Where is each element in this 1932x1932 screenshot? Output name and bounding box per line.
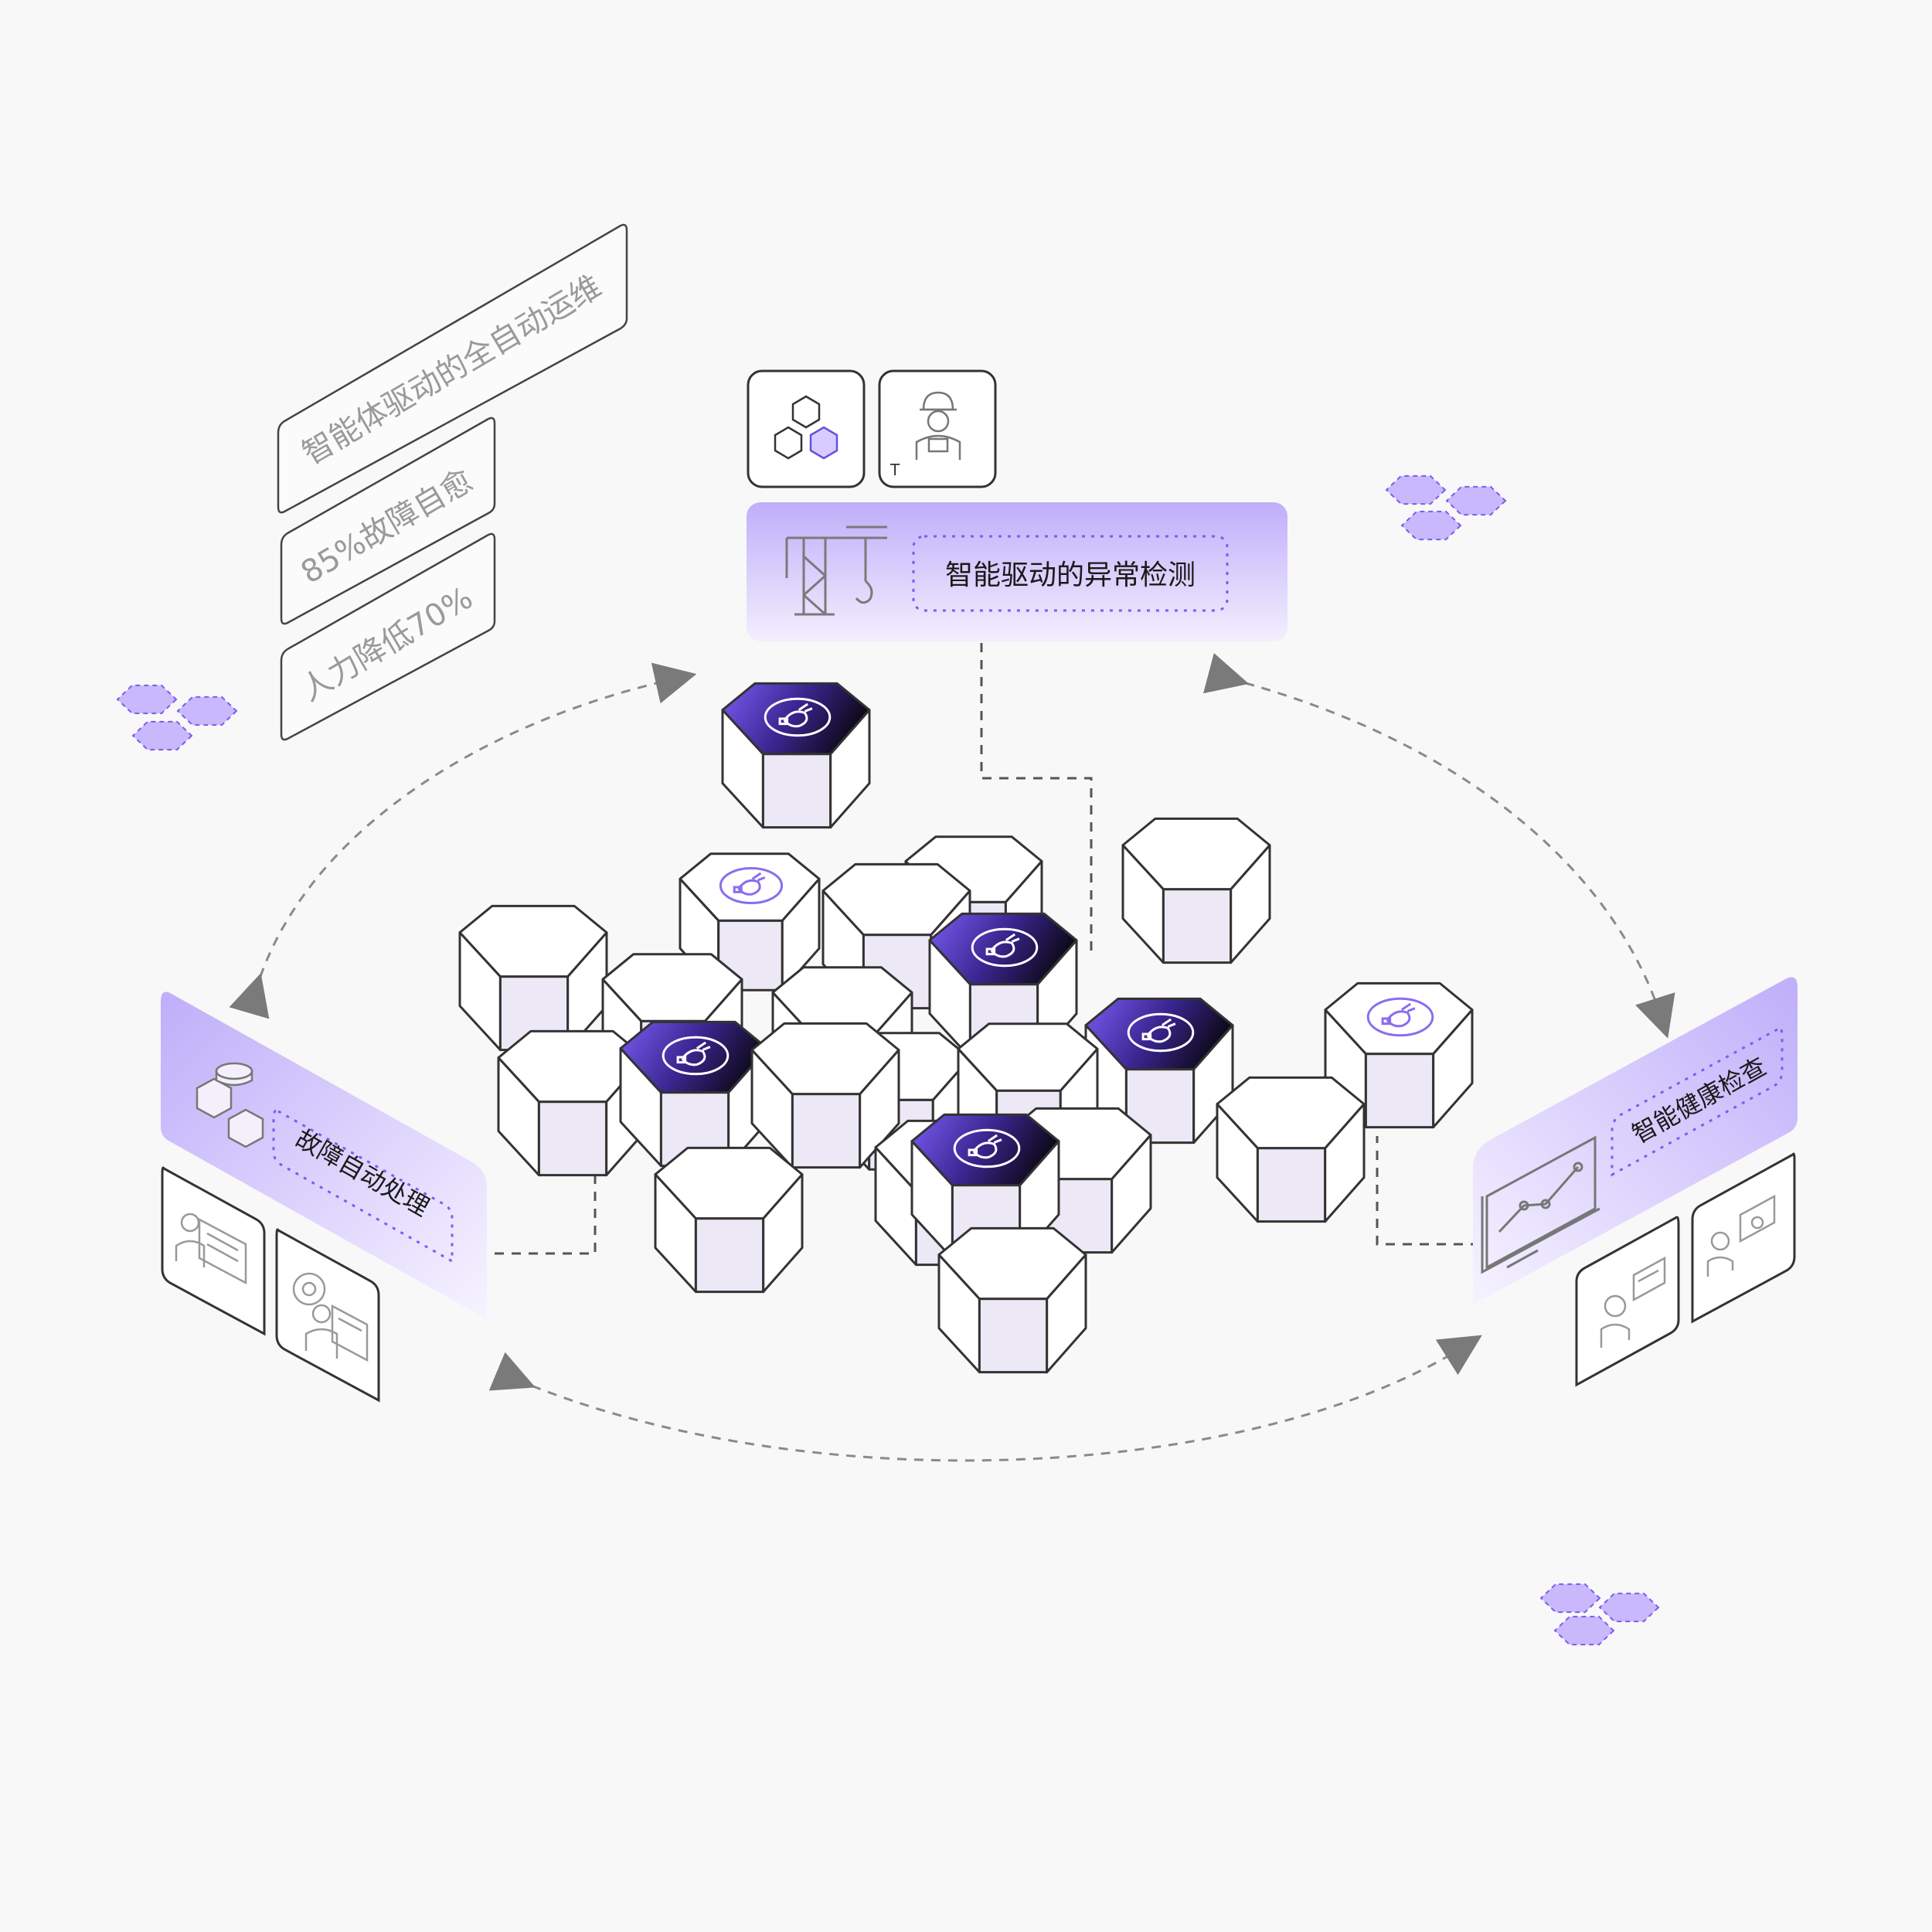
deco-hex-8 [1553, 1615, 1615, 1646]
connector-right-panel [1376, 1136, 1480, 1246]
health-label-box [1611, 1027, 1784, 1177]
arrow-top-to-right [1202, 652, 1675, 1039]
gear-operator-icon [292, 1272, 369, 1362]
crane-icon [785, 526, 887, 616]
hex-tile-21 [937, 1226, 1087, 1374]
hex-tile-0 [721, 682, 871, 829]
bird-logo-icon [719, 867, 784, 904]
hex-tile-5 [458, 904, 608, 1052]
left-panel-group: 故障自动处理 [161, 992, 487, 1403]
hex-tile-16 [1216, 1076, 1366, 1223]
deco-hex-1 [176, 696, 238, 726]
decorative-hex-clusters [116, 474, 1660, 1646]
hex-tile-15 [750, 1022, 900, 1169]
tile-badge-letter: T [889, 461, 900, 479]
hex-board [458, 682, 1474, 1374]
connector-lines [495, 643, 1480, 1255]
right-panel-group: 智能健康检查 [1473, 977, 1798, 1387]
cubes-icon [196, 1062, 264, 1148]
operator-list-icon [175, 1213, 247, 1285]
top-panel-group: T 智能驱动的异常检测 [747, 369, 1287, 641]
engineer-icon [915, 391, 961, 460]
verified-user-icon [1706, 1194, 1776, 1277]
connector-top-panel [980, 643, 1093, 958]
bird-logo-icon [764, 697, 832, 737]
anomaly-detection-label: 智能驱动的异常检测 [945, 560, 1196, 591]
card-verified-user [1691, 1152, 1796, 1324]
bird-logo-icon [971, 927, 1039, 968]
hex-tile-14 [619, 1020, 769, 1168]
arrow-right-to-left [488, 1335, 1482, 1462]
health-check-panel [1473, 977, 1798, 1304]
hex-tile-19 [654, 1146, 804, 1294]
hex-tile-10 [1084, 997, 1234, 1145]
fault-label-box [272, 1109, 454, 1264]
hex-tile-2 [679, 852, 821, 992]
deco-hex-3 [1385, 474, 1447, 505]
stat-cards: 智能体驱动的全自动运维 85%故障自愈 人力降低70% [277, 223, 628, 741]
bird-logo-icon [1366, 997, 1434, 1037]
bird-logo-icon [1127, 1012, 1195, 1053]
cycle-arrows [229, 652, 1675, 1462]
stat-card-labor-cut [280, 532, 496, 741]
arrow-left-to-top [229, 662, 697, 1019]
card-gear-operator [275, 1228, 380, 1403]
bird-logo-icon [662, 1036, 730, 1076]
card-user-profile [1575, 1216, 1680, 1387]
hex-tile-4 [1121, 817, 1271, 964]
deco-hex-2 [131, 720, 193, 751]
hex-cluster-icon [774, 395, 838, 460]
anomaly-label-box [912, 535, 1229, 612]
deco-hex-0 [116, 684, 178, 715]
deco-hex-4 [1445, 485, 1507, 516]
deco-hex-5 [1400, 510, 1462, 541]
deco-hex-7 [1598, 1592, 1660, 1623]
tile-engineer [878, 369, 997, 488]
deco-hex-6 [1539, 1583, 1601, 1614]
monitor-chart-icon [1481, 1135, 1600, 1274]
card-operator-list [161, 1166, 266, 1336]
user-profile-icon [1600, 1256, 1666, 1348]
tile-hex-cluster [747, 369, 866, 488]
bird-logo-icon [953, 1128, 1021, 1168]
hex-tile-9 [1324, 981, 1474, 1129]
stat-card-headline [277, 223, 628, 514]
stat-card-self-heal [280, 417, 496, 625]
